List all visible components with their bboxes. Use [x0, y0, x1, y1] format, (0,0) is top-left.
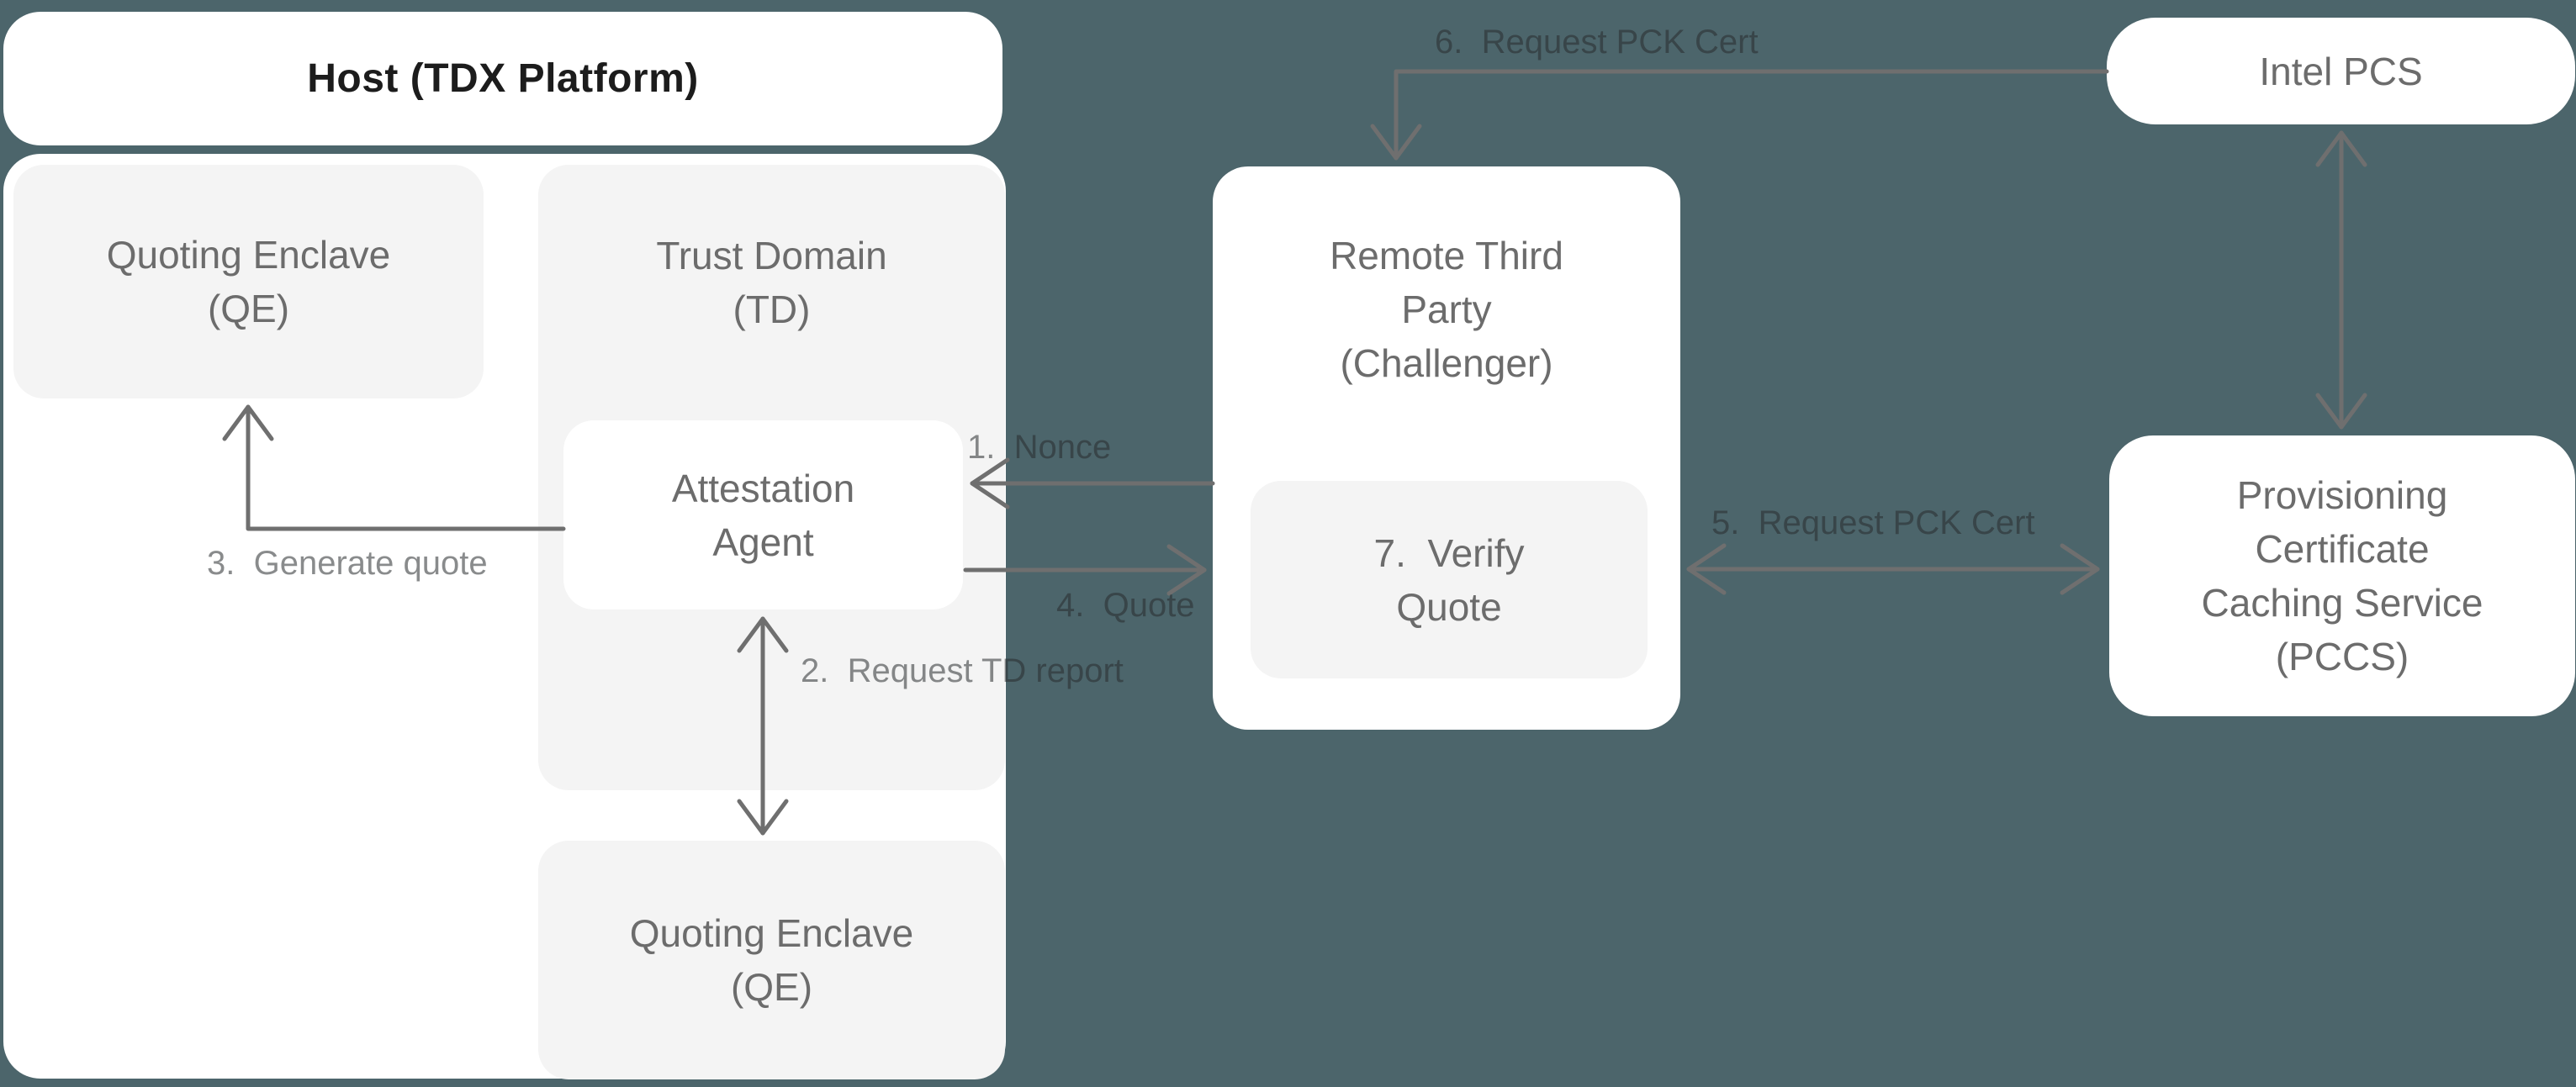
node-intel-pcs: Intel PCS	[2107, 18, 2575, 124]
node-label: Certificate	[2255, 527, 2430, 571]
node-label: Intel PCS	[2259, 49, 2423, 93]
edge-label-generate-quote: 3. Generate quote	[207, 545, 488, 582]
node-label: (PCCS)	[2275, 635, 2409, 678]
node-label: Agent	[712, 520, 814, 564]
node-label: Remote Third	[1330, 234, 1563, 277]
node-label: (QE)	[207, 287, 290, 330]
node-verify-quote: 7. Verify Quote	[1251, 481, 1648, 678]
host-title-box: Host (TDX Platform)	[3, 12, 1002, 145]
node-label: Quoting Enclave	[106, 233, 391, 277]
edge-label-quote: 4. Quote	[1056, 587, 1195, 624]
node-label: Party	[1401, 288, 1492, 331]
node-label: (QE)	[730, 965, 813, 1009]
edge-label-nonce: 1. Nonce	[967, 429, 1112, 466]
node-label: Trust Domain	[656, 234, 887, 277]
node-label: Quoting Enclave	[629, 911, 914, 955]
arrow-request-pck-cert-pccs	[1686, 543, 2100, 595]
node-label: Provisioning	[2236, 473, 2448, 517]
edge-label-request-pck-cert-pccs: 5. Request PCK Cert	[1711, 504, 2035, 541]
node-attestation-agent: Attestation Agent	[563, 420, 963, 609]
node-label: (Challenger)	[1340, 341, 1553, 385]
node-label: 7. Verify	[1373, 530, 1525, 575]
arrow-intel-pccs	[2315, 130, 2367, 430]
edge-label-request-pck-cert-intel: 6. Request PCK Cert	[1435, 24, 1759, 61]
node-quoting-enclave-td: Quoting Enclave (QE)	[538, 841, 1005, 1079]
arrow-request-pck-cert-intel	[1370, 69, 2109, 161]
node-label: (TD)	[733, 288, 811, 331]
node-label: Quote	[1396, 584, 1502, 629]
node-label: Attestation	[671, 466, 855, 510]
node-label: Caching Service	[2201, 581, 2483, 625]
node-quoting-enclave-host: Quoting Enclave (QE)	[13, 165, 484, 398]
edge-label-request-td-report: 2. Request TD report	[801, 652, 1124, 689]
node-pccs: Provisioning Certificate Caching Service…	[2109, 435, 2575, 716]
host-title: Host (TDX Platform)	[307, 56, 699, 101]
